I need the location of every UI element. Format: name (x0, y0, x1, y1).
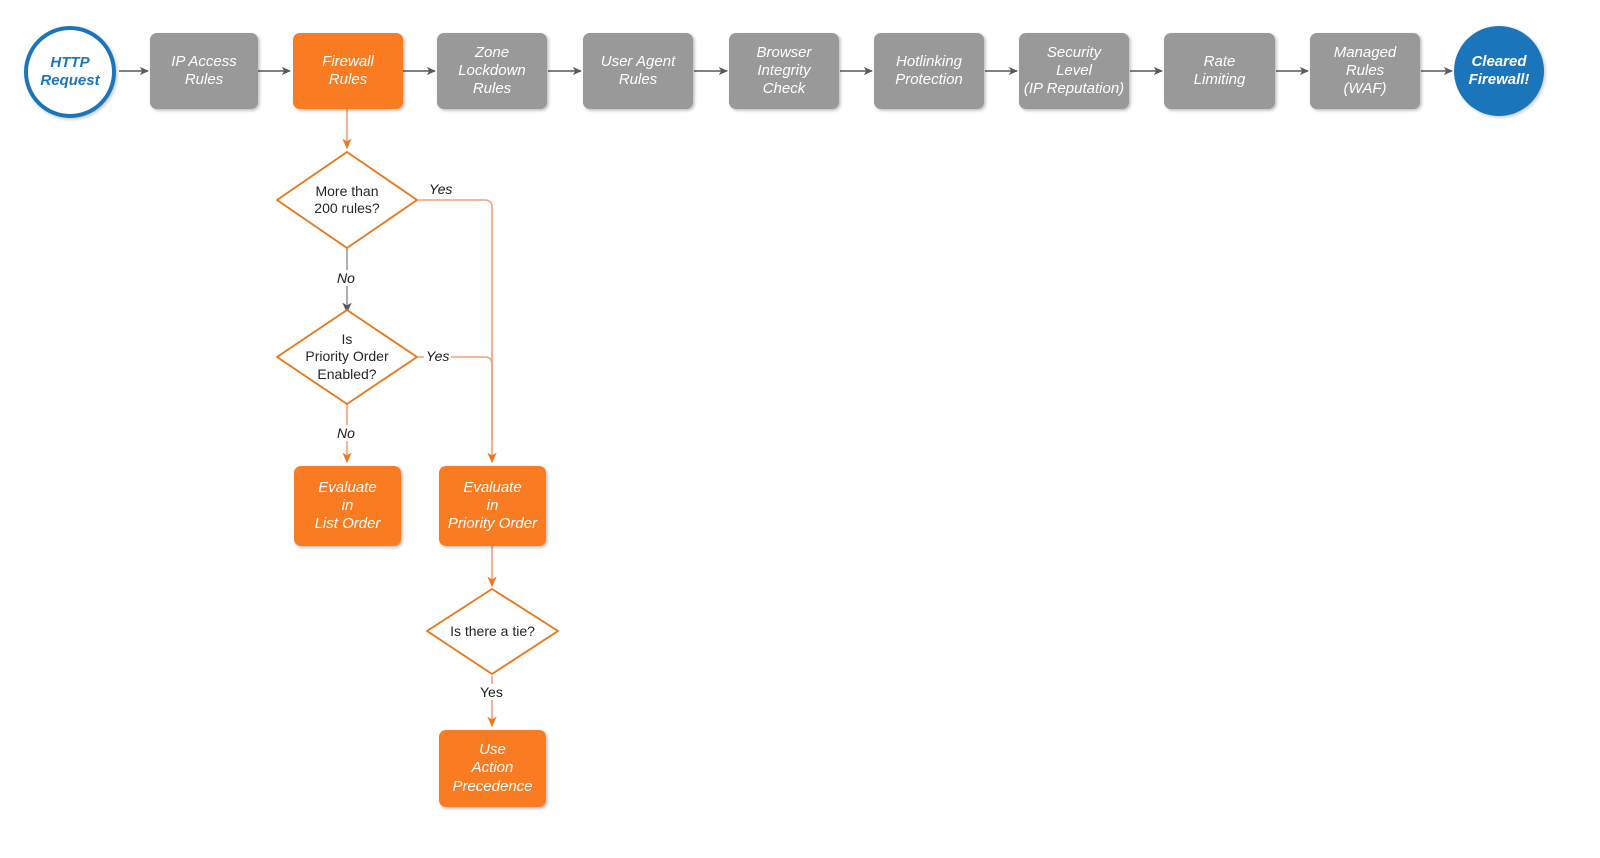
edge-label-decision2-no: No (335, 425, 357, 441)
edge-label-tie-yes: Yes (478, 684, 505, 700)
node-cleared-firewall[interactable]: Cleared Firewall! (1454, 26, 1544, 116)
node-evaluate-in-list-order[interactable]: Evaluate in List Order (294, 466, 401, 546)
node-firewall-rules[interactable]: Firewall Rules (293, 33, 403, 109)
decision-label: More than 200 rules? (314, 182, 380, 216)
edge-label-decision2-yes: Yes (424, 348, 452, 364)
node-decision-is-there-a-tie[interactable]: Is there a tie? (427, 589, 558, 674)
node-http-request[interactable]: HTTP Request (24, 26, 116, 118)
decision-label: Is Priority Order Enabled? (305, 331, 389, 382)
node-user-agent-rules[interactable]: User Agent Rules (583, 33, 693, 109)
node-decision-priority-order-enabled[interactable]: Is Priority Order Enabled? (277, 310, 417, 404)
edge-decision1-yes-to-priority-order (418, 199, 497, 464)
edge-label-decision1-no: No (335, 270, 357, 286)
edge-label-decision1-yes: Yes (427, 181, 455, 197)
node-rate-limiting[interactable]: Rate Limiting (1164, 33, 1275, 109)
decision-label: Is there a tie? (450, 622, 535, 639)
node-security-level-ip-reputation[interactable]: Security Level (IP Reputation) (1019, 33, 1129, 109)
node-managed-rules-waf[interactable]: Managed Rules (WAF) (1310, 33, 1420, 109)
node-evaluate-in-priority-order[interactable]: Evaluate in Priority Order (439, 466, 546, 546)
node-zone-lockdown-rules[interactable]: Zone Lockdown Rules (437, 33, 547, 109)
node-browser-integrity-check[interactable]: Browser Integrity Check (729, 33, 839, 109)
node-decision-more-than-200-rules[interactable]: More than 200 rules? (277, 152, 417, 248)
node-hotlinking-protection[interactable]: Hotlinking Protection (874, 33, 984, 109)
node-use-action-precedence[interactable]: Use Action Precedence (439, 730, 546, 807)
edge-decision2-yes-to-priority-order (418, 356, 493, 440)
node-ip-access-rules[interactable]: IP Access Rules (150, 33, 258, 109)
